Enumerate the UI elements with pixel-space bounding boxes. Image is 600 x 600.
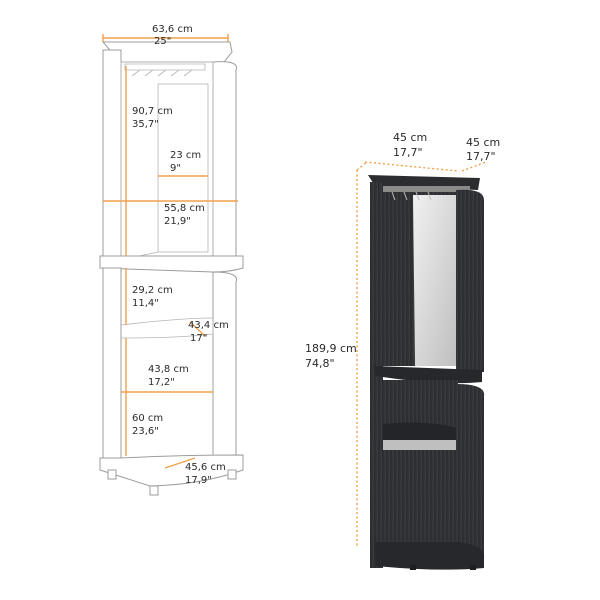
left-dimension-lines	[102, 34, 238, 469]
label-top-width-cm: 63,6 cm	[152, 24, 193, 35]
right-side-panel	[212, 61, 238, 259]
glass-holder	[124, 63, 206, 71]
render-foot-2	[470, 565, 476, 570]
base-panel	[99, 454, 244, 487]
label-middle-gap-in: 11,4"	[132, 298, 159, 309]
foot-left	[107, 469, 117, 480]
foot-right	[227, 469, 237, 480]
render-base	[375, 542, 485, 570]
lower-shelf	[120, 317, 214, 339]
label-lower-width-in: 17,2"	[148, 377, 175, 388]
render-counter	[374, 366, 482, 384]
right-dimension-lines	[356, 161, 487, 548]
left-dimension-labels: 63,6 cm 25" 90,7 cm 35,7" 23 cm 9" 55,8 …	[132, 24, 229, 486]
label-upper-height-in: 35,7"	[132, 119, 159, 130]
mirror-outline	[157, 83, 209, 253]
foot-front	[149, 485, 159, 496]
label-total-height-in: 74,8"	[305, 357, 335, 370]
label-base-depth-cm: 45,6 cm	[185, 462, 226, 473]
label-width-a-in: 17,7"	[393, 146, 423, 159]
label-width-b-in: 17,7"	[466, 150, 496, 163]
label-shelf-depth-in: 17"	[190, 333, 207, 344]
label-shelf-depth-cm: 43,4 cm	[188, 320, 229, 331]
label-lower-height-cm: 60 cm	[132, 413, 163, 424]
render-back-lower	[383, 380, 458, 542]
render-right-side-lower	[456, 384, 485, 566]
label-middle-gap-cm: 29,2 cm	[132, 285, 173, 296]
label-width-a-cm: 45 cm	[393, 131, 427, 144]
lower-left-panel	[102, 267, 122, 471]
label-upper-width-cm: 55,8 cm	[164, 203, 205, 214]
right-dimension-labels: 45 cm 17,7" 45 cm 17,7" 189,9 cm 74,8"	[305, 131, 500, 370]
label-total-height-cm: 189,9 cm	[305, 342, 357, 355]
label-mirror-width-cm: 23 cm	[170, 150, 201, 161]
label-top-width-in: 25"	[154, 36, 171, 47]
label-upper-height-cm: 90,7 cm	[132, 106, 173, 117]
left-line-drawing	[99, 41, 244, 496]
render-foot-1	[410, 565, 416, 570]
render-right-side-upper	[456, 189, 484, 372]
render-shelf	[383, 422, 456, 445]
render-glass-hooks	[391, 191, 432, 201]
render-shelf-reflection	[383, 440, 456, 450]
render-glass-rack	[383, 186, 470, 192]
lower-right-panel	[212, 271, 238, 471]
label-lower-width-cm: 43,8 cm	[148, 364, 189, 375]
label-lower-height-in: 23,6"	[132, 426, 159, 437]
label-upper-width-in: 21,9"	[164, 216, 191, 227]
label-width-b-cm: 45 cm	[466, 136, 500, 149]
cabinet-render	[368, 175, 485, 570]
label-mirror-width-in: 9"	[170, 163, 181, 174]
glass-rack	[131, 69, 193, 77]
label-base-depth-in: 17,9"	[185, 475, 212, 486]
render-mirror	[413, 195, 456, 366]
